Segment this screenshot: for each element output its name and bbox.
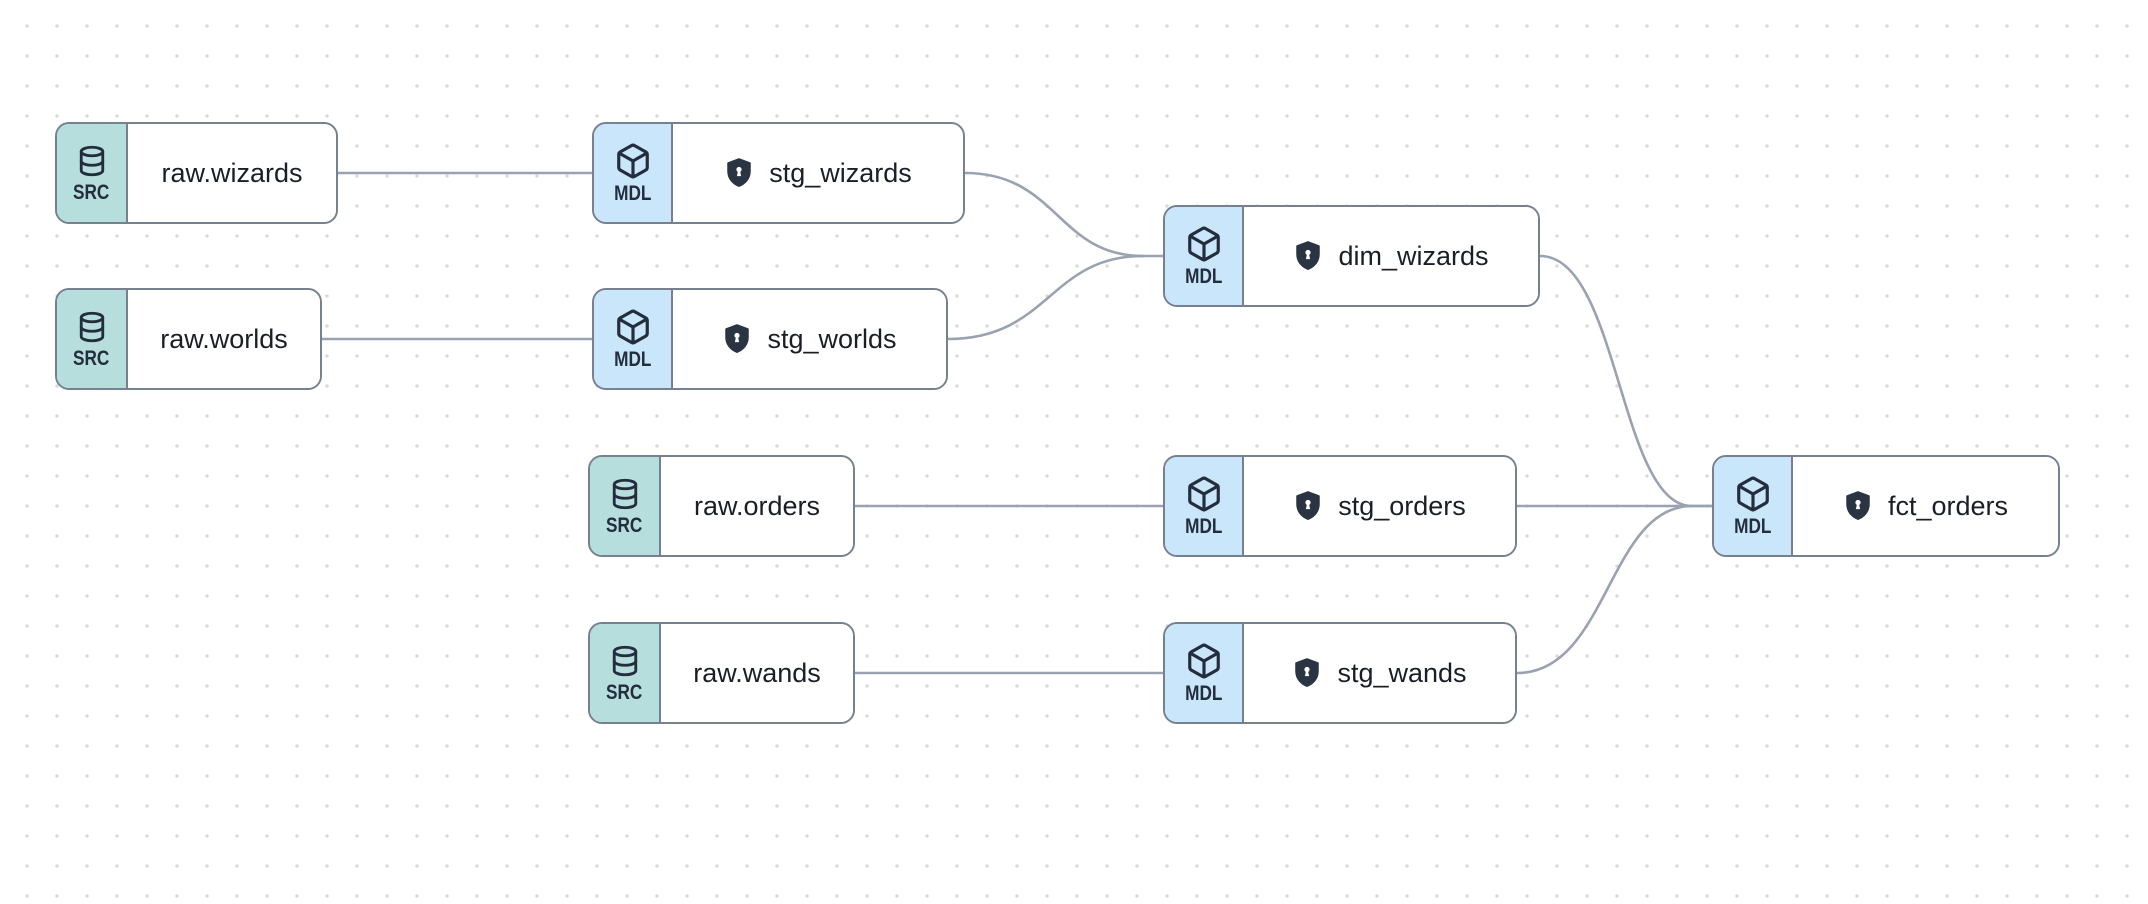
node-body: stg_wizards <box>673 124 963 222</box>
node-fct_orders[interactable]: MDL fct_orders <box>1712 455 2060 557</box>
node-label: stg_wands <box>1337 657 1467 688</box>
node-stg_wizards[interactable]: MDL stg_wizards <box>592 122 965 224</box>
badge-label: MDL <box>613 348 652 371</box>
edge-stg_worlds-to-dim_wizards <box>946 254 1145 341</box>
database-icon <box>608 476 642 512</box>
node-body: stg_wands <box>1244 624 1515 722</box>
node-label: raw.worlds <box>160 323 288 354</box>
node-label: raw.orders <box>693 490 821 521</box>
badge-label: SRC <box>606 514 643 537</box>
node-kind-badge: SRC <box>57 290 128 388</box>
node-label: stg_worlds <box>767 323 897 354</box>
node-label: raw.wands <box>693 657 821 688</box>
shield-icon <box>722 323 752 355</box>
node-kind-badge: MDL <box>1165 457 1244 555</box>
model-cube-icon <box>1185 642 1223 680</box>
shield-icon <box>1292 657 1322 689</box>
edge-stg_wands-to-fct_orders <box>1515 504 1694 675</box>
node-kind-badge: MDL <box>1714 457 1793 555</box>
node-kind-badge: SRC <box>57 124 128 222</box>
node-body: raw.orders <box>661 457 853 555</box>
node-raw.orders[interactable]: SRC raw.orders <box>588 455 855 557</box>
model-cube-icon <box>614 308 652 346</box>
node-label: raw.wizards <box>161 157 303 188</box>
node-body: fct_orders <box>1793 457 2058 555</box>
shield-icon <box>1293 490 1323 522</box>
node-raw.wands[interactable]: SRC raw.wands <box>588 622 855 724</box>
database-icon <box>75 143 109 179</box>
edge-dim_wizards-to-fct_orders <box>1538 254 1694 508</box>
badge-label: MDL <box>1184 515 1223 538</box>
node-kind-badge: MDL <box>1165 624 1244 722</box>
node-stg_orders[interactable]: MDL stg_orders <box>1163 455 1517 557</box>
badge-label: MDL <box>1184 265 1223 288</box>
badge-label: SRC <box>73 181 110 204</box>
badge-label: MDL <box>1184 682 1223 705</box>
badge-label: SRC <box>73 347 110 370</box>
model-cube-icon <box>1734 475 1772 513</box>
model-cube-icon <box>614 142 652 180</box>
node-body: stg_orders <box>1244 457 1515 555</box>
node-kind-badge: MDL <box>1165 207 1244 305</box>
node-label: stg_wizards <box>769 157 912 188</box>
node-body: raw.wizards <box>128 124 336 222</box>
badge-label: MDL <box>613 182 652 205</box>
node-kind-badge: MDL <box>594 124 673 222</box>
database-icon <box>608 643 642 679</box>
node-label: stg_orders <box>1338 490 1466 521</box>
node-kind-badge: SRC <box>590 624 661 722</box>
node-body: dim_wizards <box>1244 207 1538 305</box>
node-label: fct_orders <box>1887 490 2009 521</box>
model-cube-icon <box>1185 475 1223 513</box>
node-kind-badge: SRC <box>590 457 661 555</box>
shield-icon <box>1843 490 1873 522</box>
badge-label: MDL <box>1733 515 1772 538</box>
node-kind-badge: MDL <box>594 290 673 388</box>
node-stg_worlds[interactable]: MDL stg_worlds <box>592 288 948 390</box>
edge-stg_wizards-to-dim_wizards <box>963 171 1145 258</box>
badge-label: SRC <box>606 681 643 704</box>
node-body: raw.wands <box>661 624 853 722</box>
node-raw.worlds[interactable]: SRC raw.worlds <box>55 288 322 390</box>
database-icon <box>75 309 109 345</box>
node-body: stg_worlds <box>673 290 946 388</box>
node-dim_wizards[interactable]: MDL dim_wizards <box>1163 205 1540 307</box>
node-stg_wands[interactable]: MDL stg_wands <box>1163 622 1517 724</box>
node-label: dim_wizards <box>1338 240 1489 271</box>
node-raw.wizards[interactable]: SRC raw.wizards <box>55 122 338 224</box>
node-body: raw.worlds <box>128 290 320 388</box>
shield-icon <box>724 157 754 189</box>
shield-icon <box>1293 240 1323 272</box>
model-cube-icon <box>1185 225 1223 263</box>
